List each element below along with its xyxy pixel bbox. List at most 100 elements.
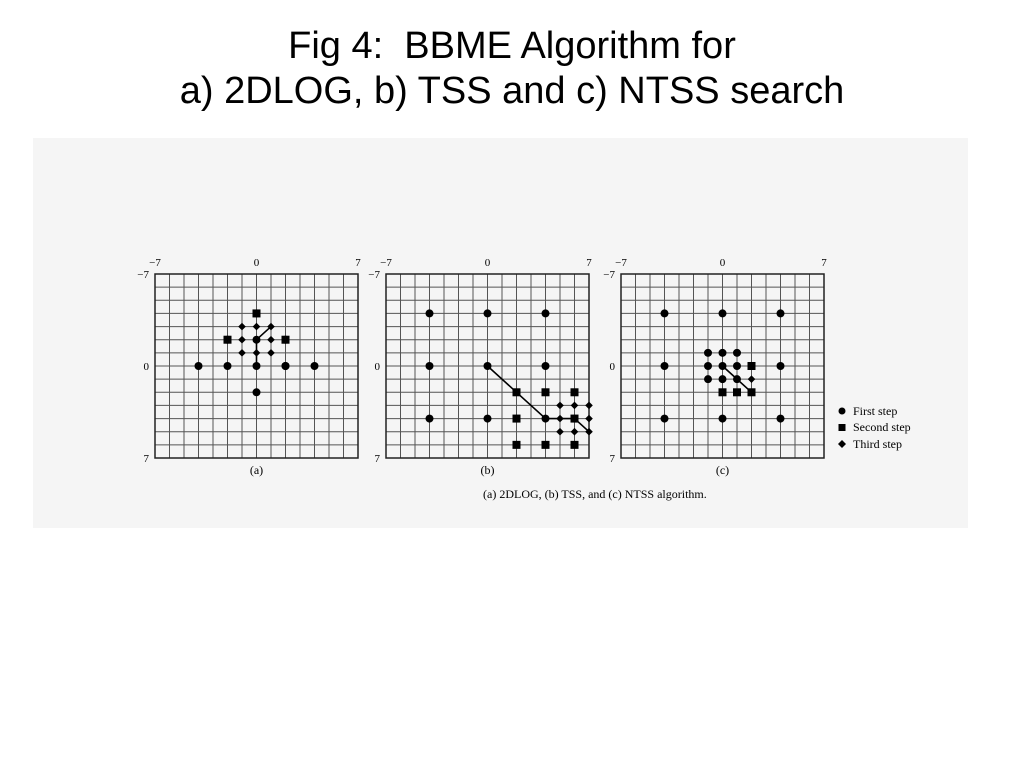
first-step-point xyxy=(660,309,669,318)
first-step-point xyxy=(252,335,261,344)
third-step-point xyxy=(238,322,246,331)
first-step-point xyxy=(252,362,261,370)
x-tick-label: 0 xyxy=(254,257,260,269)
first-step-point xyxy=(718,309,727,318)
first-step-point xyxy=(223,362,232,370)
first-step-point xyxy=(776,362,785,370)
first-step-point xyxy=(483,362,492,370)
third-step-point xyxy=(267,322,275,331)
third-step-point xyxy=(585,427,593,436)
legend-label-first-step: First step xyxy=(853,404,897,418)
second-step-point xyxy=(747,362,756,370)
legend-marker-third-step xyxy=(838,440,846,448)
second-step-point xyxy=(570,388,579,397)
first-step-point xyxy=(425,309,434,318)
legend-marker-first-step xyxy=(838,407,846,415)
grid-border xyxy=(385,273,590,459)
y-tick-label: 0 xyxy=(144,361,150,373)
third-step-point xyxy=(252,322,261,331)
third-step-point xyxy=(585,414,593,423)
first-step-point xyxy=(718,375,727,384)
third-step-point xyxy=(556,414,564,423)
third-step-point xyxy=(570,401,579,410)
y-tick-label: 7 xyxy=(610,453,616,465)
x-tick-label: 7 xyxy=(586,257,592,269)
second-step-point xyxy=(512,440,521,449)
grid-border xyxy=(620,273,825,459)
second-step-point xyxy=(281,335,290,344)
third-step-point xyxy=(733,388,741,397)
legend: First step Second step Third step xyxy=(838,404,911,451)
second-step-point xyxy=(570,440,579,449)
second-step-point xyxy=(252,309,261,318)
first-step-point xyxy=(425,362,434,370)
first-step-point xyxy=(718,348,727,357)
figure-background xyxy=(33,138,968,528)
first-step-point xyxy=(425,414,434,423)
first-step-point xyxy=(483,414,492,423)
third-step-point xyxy=(556,401,564,410)
panel-label: (c) xyxy=(716,463,729,477)
second-step-point xyxy=(512,388,521,397)
y-tick-label: −7 xyxy=(137,269,149,281)
x-tick-label: −7 xyxy=(615,257,627,269)
third-step-point xyxy=(267,349,275,357)
first-step-point xyxy=(704,348,712,357)
y-tick-label: 0 xyxy=(610,361,616,373)
third-step-point xyxy=(238,335,246,344)
third-step-point xyxy=(585,401,593,410)
third-step-point xyxy=(733,375,741,383)
first-step-point xyxy=(541,309,550,318)
second-step-point xyxy=(541,388,550,397)
second-step-point xyxy=(223,335,232,344)
legend-label-third-step: Third step xyxy=(853,437,902,451)
legend-label-second-step: Second step xyxy=(853,420,911,434)
legend-marker-second-step xyxy=(838,424,846,431)
second-step-point xyxy=(541,440,550,449)
y-tick-label: 0 xyxy=(375,361,381,373)
first-step-point xyxy=(660,362,669,370)
panel-label: (b) xyxy=(481,463,495,477)
third-step-point xyxy=(747,375,756,383)
x-tick-label: −7 xyxy=(149,257,161,269)
third-step-point xyxy=(570,427,579,436)
y-tick-label: 7 xyxy=(144,453,150,465)
first-step-point xyxy=(660,414,669,423)
first-step-point xyxy=(541,362,550,370)
y-tick-label: −7 xyxy=(368,269,380,281)
figure-caption: (a) 2DLOG, (b) TSS, and (c) NTSS algorit… xyxy=(483,487,707,501)
second-step-point xyxy=(747,388,756,397)
third-step-point xyxy=(238,349,246,357)
panel-label: (a) xyxy=(250,463,263,477)
y-tick-label: −7 xyxy=(603,269,615,281)
first-step-point xyxy=(733,348,741,357)
title-line-1: Fig 4: BBME Algorithm for xyxy=(288,25,736,67)
search-path xyxy=(255,325,272,366)
first-step-point xyxy=(776,414,785,423)
first-step-point xyxy=(718,362,727,370)
first-step-point xyxy=(541,414,550,423)
third-step-point xyxy=(556,427,564,436)
first-step-point xyxy=(194,362,203,370)
first-step-point xyxy=(704,375,712,384)
x-tick-label: 7 xyxy=(355,257,361,269)
title-line-2: a) 2DLOG, b) TSS and c) NTSS search xyxy=(179,70,845,112)
second-step-point xyxy=(718,388,727,397)
x-tick-label: 0 xyxy=(485,257,491,269)
first-step-point xyxy=(718,414,727,423)
first-step-point xyxy=(704,362,712,370)
third-step-point xyxy=(267,335,275,344)
first-step-point xyxy=(483,309,492,318)
first-step-point xyxy=(281,362,290,370)
third-step-point xyxy=(252,349,261,357)
x-tick-label: 0 xyxy=(720,257,726,269)
grid-border xyxy=(154,273,359,459)
first-step-point xyxy=(252,388,261,397)
first-step-point xyxy=(733,362,741,370)
slide-title: Fig 4: BBME Algorithm for a) 2DLOG, b) T… xyxy=(0,24,1024,114)
first-step-point xyxy=(776,309,785,318)
panel-a: −7 0 7 −7 0 7 (a) xyxy=(137,257,361,477)
